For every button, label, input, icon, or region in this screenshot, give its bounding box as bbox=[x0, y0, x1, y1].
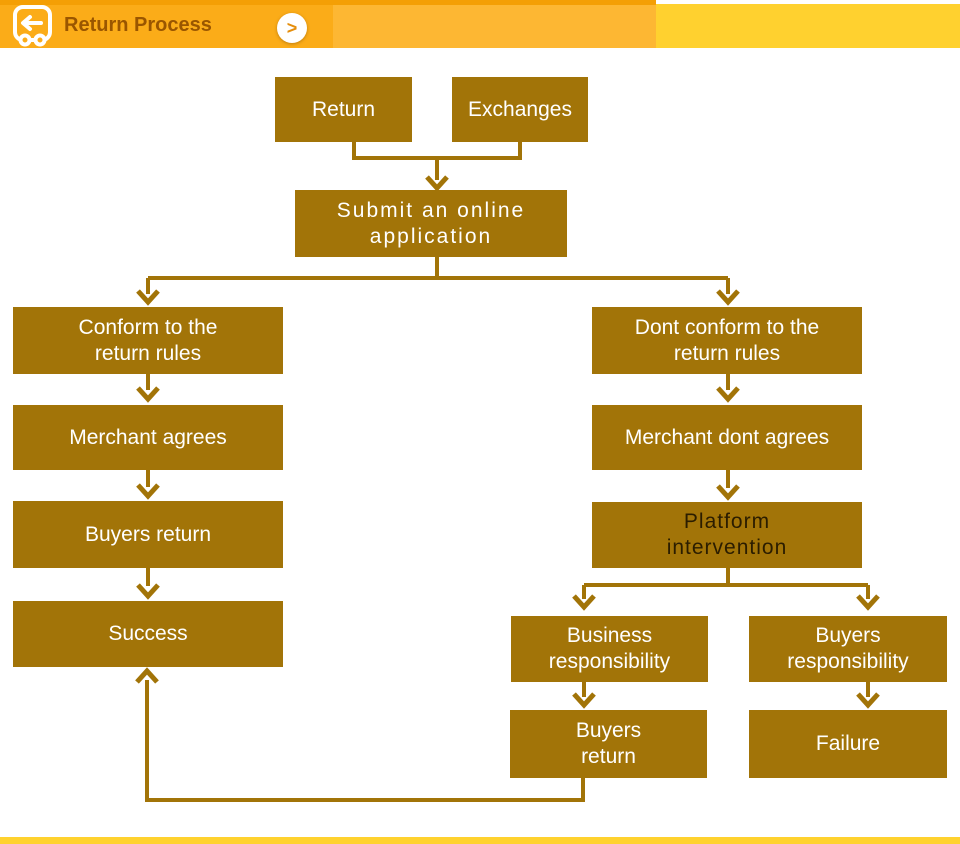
node-label-line1: Conform to the bbox=[78, 315, 218, 339]
chevron-right-icon: > bbox=[286, 17, 298, 38]
return-truck-icon bbox=[13, 5, 52, 47]
node-label-line2: application bbox=[369, 224, 493, 248]
node-label-line2: intervention bbox=[666, 536, 788, 559]
node-label: Return bbox=[311, 97, 376, 121]
node-business-responsibility: Business responsibility bbox=[511, 616, 708, 682]
node-buyers-return-2: Buyers return bbox=[510, 710, 707, 778]
node-label: Failure bbox=[815, 732, 881, 755]
node-label-line1: Buyers bbox=[575, 719, 642, 742]
node-success: Success bbox=[13, 601, 283, 667]
node-platform-intervention: Platform intervention bbox=[592, 502, 862, 568]
node-label-line1: Dont conform to the bbox=[634, 315, 820, 339]
node-label-line1: Submit an online bbox=[336, 198, 526, 222]
header-top-strip bbox=[0, 0, 656, 5]
node-return: Return bbox=[275, 77, 412, 142]
node-label: Success bbox=[108, 622, 188, 645]
next-arrow-button[interactable]: > bbox=[277, 13, 307, 43]
node-failure: Failure bbox=[749, 710, 947, 778]
node-label: Buyers return bbox=[84, 522, 212, 546]
node-conform-rules: Conform to the return rules bbox=[13, 307, 283, 374]
node-label-line1: Buyers bbox=[815, 624, 881, 647]
node-merchant-agrees: Merchant agrees bbox=[13, 405, 283, 470]
node-exchanges: Exchanges bbox=[452, 77, 588, 142]
node-label-line2: return rules bbox=[673, 341, 781, 365]
header-segment-middle bbox=[333, 4, 656, 48]
header-segment-right bbox=[656, 4, 960, 48]
node-label-line1: Business bbox=[566, 624, 653, 647]
node-dont-conform-rules: Dont conform to the return rules bbox=[592, 307, 862, 374]
node-label-line2: return rules bbox=[94, 341, 202, 365]
node-label: Merchant dont agrees bbox=[624, 425, 830, 449]
node-label-line2: return bbox=[581, 745, 636, 768]
node-label-line2: responsibility bbox=[787, 650, 909, 673]
node-label-line1: Platform bbox=[683, 510, 771, 533]
node-buyers-responsibility: Buyers responsibility bbox=[749, 616, 947, 682]
node-submit-application: Submit an online application bbox=[295, 190, 567, 257]
node-buyers-return: Buyers return bbox=[13, 501, 283, 568]
node-merchant-dont-agrees: Merchant dont agrees bbox=[592, 405, 862, 470]
header-bar: Return Process > bbox=[0, 0, 960, 48]
node-label: Merchant agrees bbox=[69, 425, 227, 449]
footer-accent-bar bbox=[0, 837, 960, 844]
node-label: Exchanges bbox=[468, 97, 572, 121]
page-title: Return Process bbox=[64, 14, 212, 36]
node-label-line2: responsibility bbox=[548, 650, 671, 673]
